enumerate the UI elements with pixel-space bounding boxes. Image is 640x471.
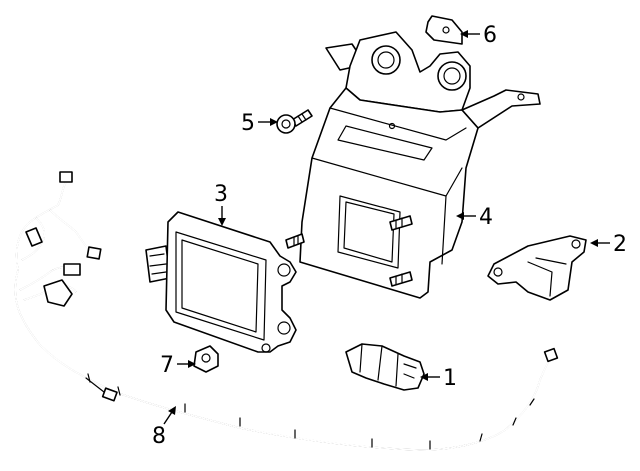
part-4-bracket	[285, 31, 541, 299]
part-6-clip	[425, 15, 463, 45]
callout-4: 4	[479, 205, 493, 230]
callout-1: 1	[443, 366, 457, 391]
part-3-sensor-module	[145, 211, 297, 353]
callout-6: 6	[483, 23, 497, 48]
callout-5: 5	[241, 111, 255, 136]
callout-3: 3	[214, 182, 228, 207]
part-8-wiring-harness	[14, 171, 559, 451]
part-7-nut	[193, 345, 219, 373]
part-5-bolt	[276, 109, 313, 134]
part-1-sensor	[345, 343, 425, 391]
callout-8: 8	[152, 424, 166, 449]
callout-7: 7	[160, 353, 174, 378]
callout-2: 2	[613, 232, 627, 257]
part-2-small-bracket	[487, 235, 587, 301]
callout-leaders	[163, 30, 610, 425]
